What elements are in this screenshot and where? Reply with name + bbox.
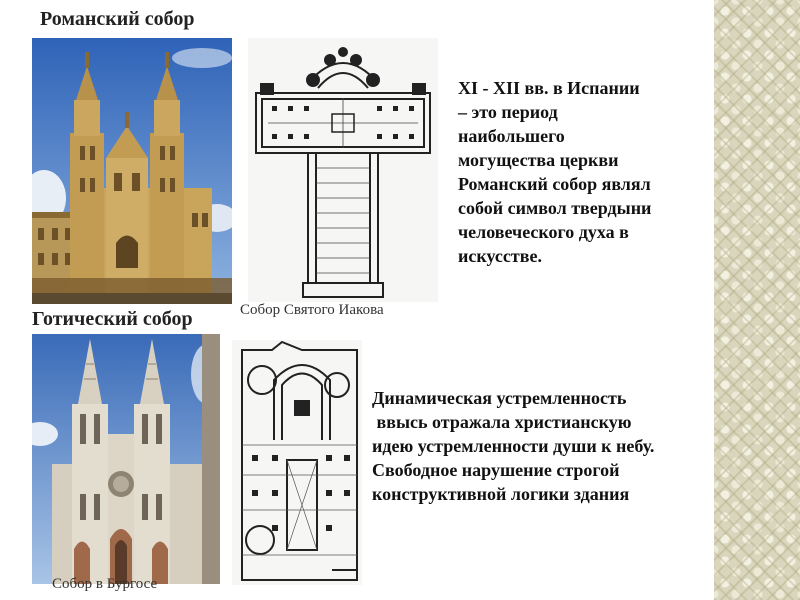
gothic-description: Динамическая устремленность ввысь отража… <box>372 388 655 504</box>
burgos-caption: Собор в Бургосе <box>52 576 158 592</box>
burgos-cathedral-photo <box>32 334 220 584</box>
santiago-floor-plan <box>248 38 438 302</box>
gothic-heading: Готический собор <box>32 308 193 330</box>
santiago-caption: Собор Святого Иакова <box>240 302 384 318</box>
romanesque-heading: Романский собор <box>40 8 195 30</box>
burgos-floor-plan <box>232 340 362 585</box>
romanesque-description: XI - XII вв. в Испании – это период наиб… <box>458 78 652 266</box>
decorative-side-pattern <box>714 0 800 600</box>
santiago-cathedral-photo <box>32 38 232 304</box>
